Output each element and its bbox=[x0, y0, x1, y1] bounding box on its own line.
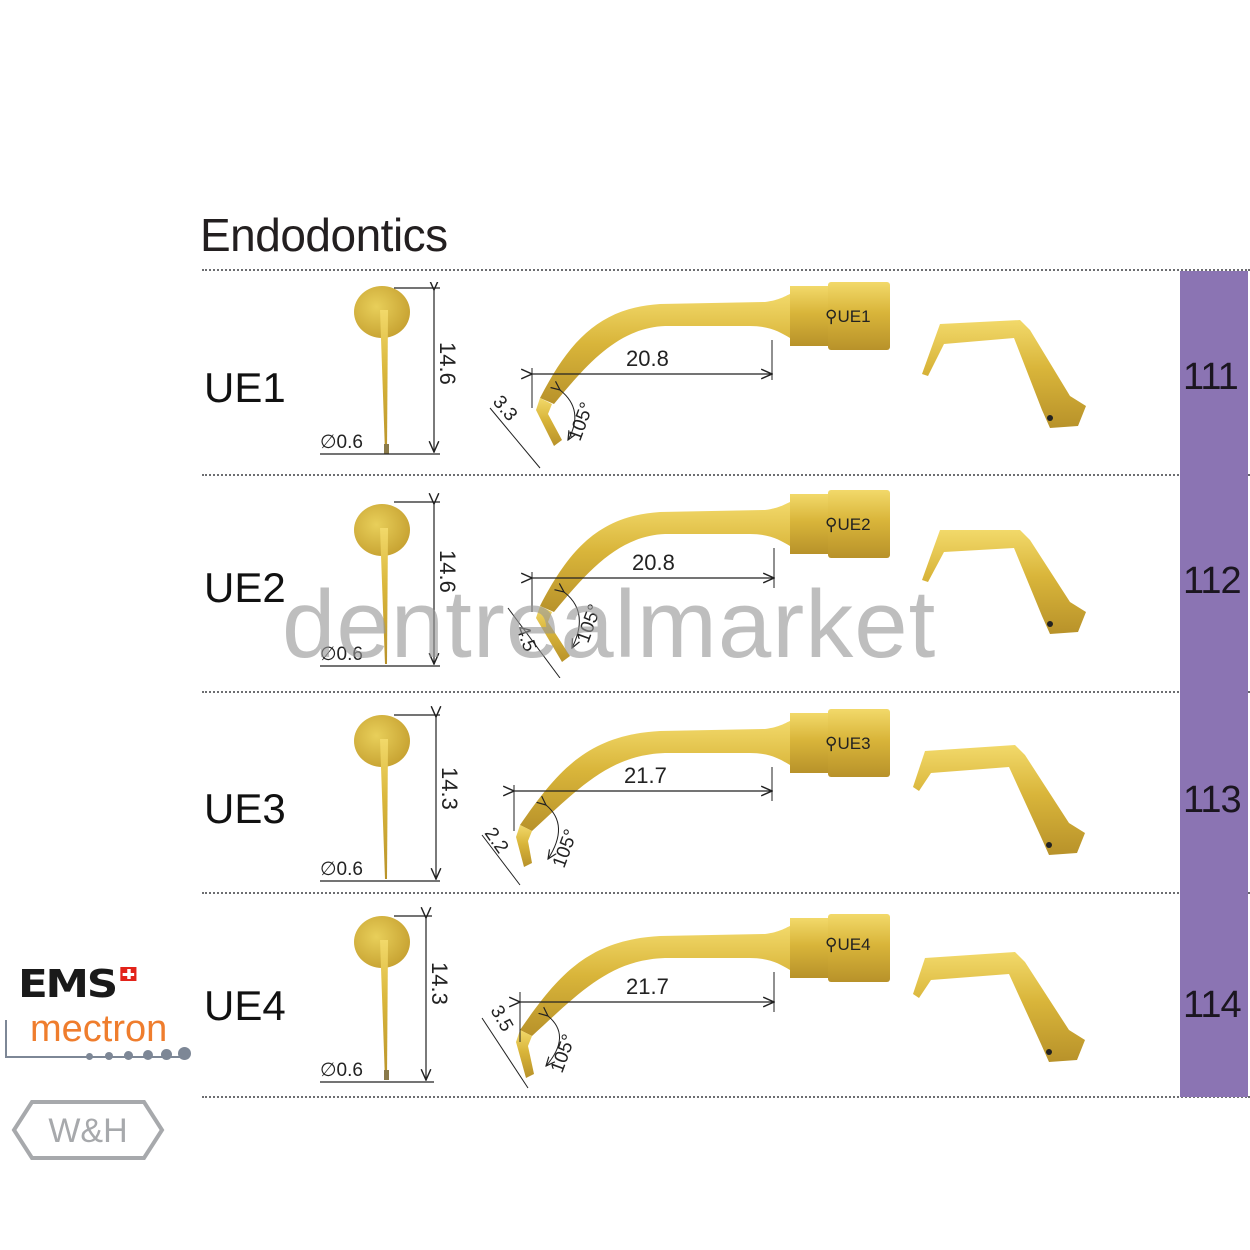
svg-text:W&H: W&H bbox=[48, 1112, 127, 1150]
engraving-label: ⚲UE3 bbox=[825, 734, 871, 753]
tip-code: UE4 bbox=[204, 982, 286, 1029]
angle-label: 105° bbox=[573, 602, 606, 646]
mectron-dot-icon bbox=[178, 1047, 191, 1060]
length-label: 20.8 bbox=[626, 346, 669, 371]
front-view-drawing: 14.3 ∅0.6 bbox=[320, 705, 462, 882]
divider bbox=[202, 691, 1250, 693]
tip-photo bbox=[922, 320, 1086, 428]
length-label: 21.7 bbox=[626, 974, 669, 999]
side-view-drawing: ⚲UE4 21.7 105° 3.5 bbox=[481, 914, 890, 1089]
mectron-dot-icon bbox=[161, 1049, 172, 1060]
page-title: Endodontics bbox=[200, 209, 448, 261]
diameter-label: ∅0.6 bbox=[320, 432, 363, 453]
front-view-drawing: 14.6 ∅0.6 bbox=[320, 488, 460, 667]
front-length-label: 14.6 bbox=[435, 550, 460, 593]
tip-code: UE2 bbox=[204, 564, 286, 611]
diameter-label: ∅0.6 bbox=[320, 1060, 363, 1081]
tip-length-label: 2.2 bbox=[480, 824, 512, 858]
tip-photo bbox=[913, 745, 1085, 855]
angle-label: 105° bbox=[549, 827, 582, 871]
side-view-drawing: ⚲UE2 20.8 105° 4.5 bbox=[507, 490, 890, 678]
page-number: 111 bbox=[1183, 356, 1239, 398]
page-number: 112 bbox=[1183, 560, 1242, 602]
divider bbox=[202, 892, 1250, 894]
side-view-drawing: ⚲UE1 20.8 105° 3.3 bbox=[488, 282, 890, 469]
mectron-dot-icon bbox=[143, 1050, 153, 1060]
front-length-label: 14.3 bbox=[427, 962, 452, 1005]
page-index-band bbox=[1180, 271, 1248, 1097]
length-label: 21.7 bbox=[624, 763, 667, 788]
diameter-label: ∅0.6 bbox=[320, 859, 363, 880]
angle-label: 105° bbox=[547, 1032, 580, 1076]
wh-logo: W&H bbox=[11, 1100, 165, 1160]
page-number: 113 bbox=[1183, 779, 1242, 821]
tip-photo bbox=[922, 530, 1086, 634]
front-length-label: 14.3 bbox=[437, 767, 462, 810]
tip-length-label: 3.3 bbox=[488, 392, 521, 426]
tip-code: UE1 bbox=[204, 364, 286, 411]
mectron-dot-icon bbox=[105, 1052, 113, 1060]
front-view-drawing: 14.3 ∅0.6 bbox=[320, 906, 452, 1083]
divider bbox=[202, 269, 1250, 271]
page-number: 114 bbox=[1183, 984, 1242, 1026]
front-view-drawing: 14.6 ∅0.6 bbox=[320, 282, 460, 455]
ems-logo: EMS bbox=[18, 962, 137, 1006]
diameter-label: ∅0.6 bbox=[320, 644, 363, 665]
angle-label: 105° bbox=[565, 400, 598, 444]
divider bbox=[202, 1096, 1250, 1098]
engraving-label: ⚲UE2 bbox=[825, 515, 871, 534]
engraving-label: ⚲UE4 bbox=[825, 935, 871, 954]
tip-length-label: 4.5 bbox=[511, 623, 540, 655]
side-view-drawing: ⚲UE3 21.7 105° 2.2 bbox=[480, 709, 890, 886]
tip-code: UE3 bbox=[204, 785, 286, 832]
length-label: 20.8 bbox=[632, 550, 675, 575]
mectron-dot-icon bbox=[86, 1053, 93, 1060]
mectron-dot-icon bbox=[124, 1051, 133, 1060]
engraving-label: ⚲UE1 bbox=[825, 307, 871, 326]
swiss-flag-icon bbox=[120, 967, 137, 981]
mectron-logo: mectron bbox=[30, 1008, 168, 1050]
mectron-logo-line bbox=[5, 1020, 7, 1058]
tip-photo bbox=[913, 952, 1085, 1062]
front-length-label: 14.6 bbox=[435, 342, 460, 385]
mectron-logo-baseline bbox=[5, 1056, 185, 1058]
divider bbox=[202, 474, 1250, 476]
